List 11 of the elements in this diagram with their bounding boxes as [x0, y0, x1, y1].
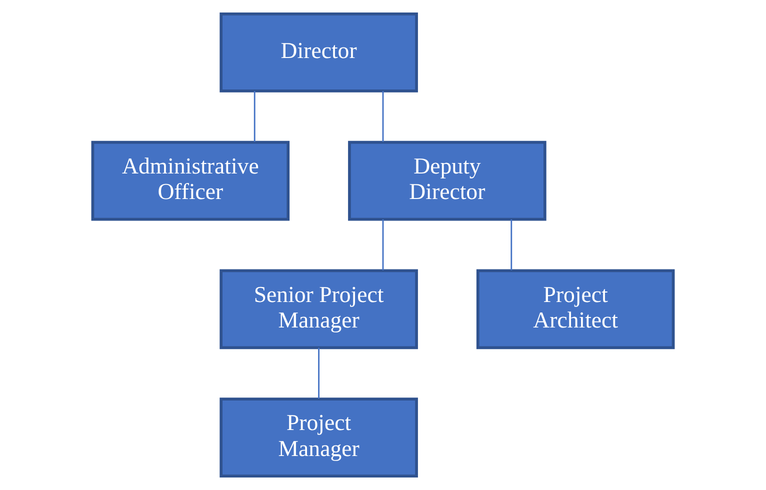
node-box: Project Architect [476, 269, 675, 350]
connector [318, 348, 320, 399]
connector [510, 219, 512, 270]
connector [382, 219, 384, 270]
node-box: Deputy Director [348, 140, 546, 221]
connector [382, 90, 384, 142]
connector [254, 90, 256, 142]
node-box: Project Manager [220, 398, 418, 478]
node-box: Administrative Officer [91, 140, 290, 221]
node-box: Director [220, 12, 418, 92]
node-box: Senior Project Manager [220, 269, 418, 350]
